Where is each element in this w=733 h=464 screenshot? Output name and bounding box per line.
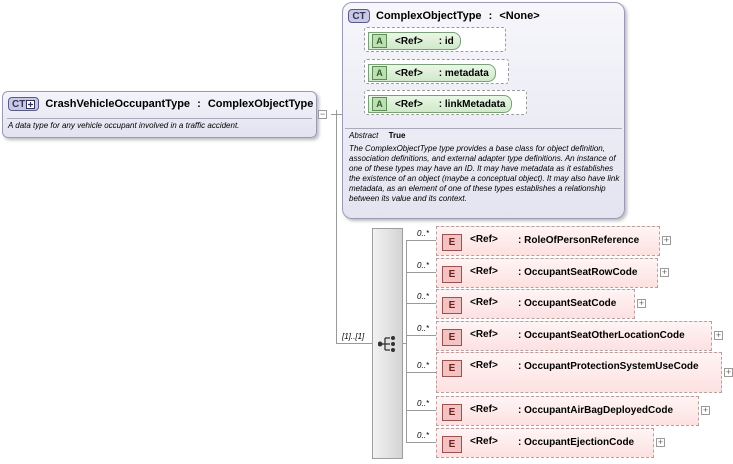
- element-name: : OccupantAirBagDeployedCode: [518, 405, 674, 416]
- attribute-pill: A <Ref> : metadata: [368, 64, 496, 82]
- base-type-name: ComplexObjectType: [376, 10, 482, 22]
- element-occupant-ejection-code[interactable]: E <Ref> : OccupantEjectionCode: [436, 428, 654, 458]
- element-icon: E: [442, 404, 462, 421]
- element-name: : RoleOfPersonReference: [518, 235, 640, 246]
- attribute-metadata[interactable]: A <Ref> : metadata: [364, 59, 509, 84]
- base-type-base: <None>: [499, 10, 540, 22]
- type-title: CrashVehicleOccupantType : ComplexObject…: [45, 98, 313, 110]
- attribute-icon: A: [372, 97, 387, 111]
- element-role-of-person-reference[interactable]: E <Ref> : RoleOfPersonReference: [436, 226, 660, 256]
- divider: [7, 118, 312, 119]
- divider: [345, 128, 622, 129]
- element-name: : OccupantSeatOtherLocationCode: [518, 330, 685, 341]
- abstract-property: Abstract True: [349, 131, 405, 140]
- attribute-name: : metadata: [438, 67, 489, 79]
- element-occupant-air-bag-deployed-code[interactable]: E <Ref> : OccupantAirBagDeployedCode: [436, 396, 699, 426]
- expand-toggle[interactable]: +: [714, 330, 723, 340]
- element-ref: <Ref>: [470, 404, 498, 415]
- element-icon: E: [442, 234, 462, 251]
- collapse-toggle[interactable]: −: [318, 109, 327, 119]
- element-occupant-seat-code[interactable]: E <Ref> : OccupantSeatCode: [436, 289, 635, 319]
- element-name: : OccupantSeatRowCode: [518, 267, 638, 278]
- base-type-name: ComplexObjectType: [207, 98, 314, 110]
- element-occupant-seat-other-location-code[interactable]: E <Ref> : OccupantSeatOtherLocationCode: [436, 321, 712, 351]
- abstract-label: Abstract: [349, 131, 379, 140]
- element-ref: <Ref>: [470, 297, 498, 308]
- attribute-pill: A <Ref> : linkMetadata: [368, 95, 513, 113]
- element-icon: E: [442, 436, 462, 453]
- type-documentation: A data type for any vehicle occupant inv…: [8, 121, 240, 130]
- element-occurrence: 0..*: [417, 361, 430, 370]
- base-type-documentation: The ComplexObjectType type provides a ba…: [349, 144, 620, 203]
- element-icon: E: [442, 360, 462, 377]
- attribute-ref: <Ref>: [395, 67, 423, 79]
- expand-toggle[interactable]: +: [656, 437, 665, 447]
- attribute-name: : linkMetadata: [438, 98, 506, 110]
- complex-type-icon: CT: [8, 97, 40, 111]
- type-box-crash-vehicle-occupant[interactable]: CT CrashVehicleOccupantType : ComplexObj…: [2, 91, 317, 138]
- element-occupant-protection-system-use-code[interactable]: E <Ref> : OccupantProtectionSystemUseCod…: [436, 352, 722, 393]
- expand-toggle[interactable]: +: [660, 267, 669, 277]
- extension-icon: [26, 99, 36, 109]
- attribute-icon: A: [372, 66, 387, 80]
- element-name: : OccupantProtectionSystemUseCode: [518, 361, 699, 372]
- type-header: CT CrashVehicleOccupantType : ComplexObj…: [8, 96, 313, 112]
- expand-toggle[interactable]: +: [724, 367, 733, 377]
- element-name: : OccupantSeatCode: [518, 298, 617, 309]
- element-ref: <Ref>: [470, 436, 498, 447]
- type-name: CrashVehicleOccupantType: [45, 98, 191, 110]
- attribute-icon: A: [372, 34, 387, 48]
- complex-type-icon: CT: [348, 9, 370, 23]
- element-ref: <Ref>: [470, 329, 498, 340]
- attribute-ref: <Ref>: [395, 98, 423, 110]
- element-ref: <Ref>: [470, 266, 498, 277]
- element-occurrence: 0..*: [417, 292, 430, 301]
- base-type-header: CT ComplexObjectType : <None>: [348, 8, 540, 24]
- sequence-compositor[interactable]: [372, 228, 403, 459]
- element-occurrence: 0..*: [417, 399, 430, 408]
- abstract-value: True: [388, 131, 406, 140]
- expand-toggle[interactable]: +: [701, 405, 710, 415]
- base-type-title: ComplexObjectType : <None>: [376, 10, 540, 22]
- element-ref: <Ref>: [470, 360, 498, 371]
- attribute-name: : id: [438, 35, 454, 47]
- element-occurrence: 0..*: [417, 431, 430, 440]
- element-occurrence: 0..*: [417, 229, 430, 238]
- attribute-id[interactable]: A <Ref> : id: [364, 27, 506, 52]
- type-separator: :: [488, 10, 493, 22]
- element-icon: E: [442, 329, 462, 346]
- sequence-occurrence: [1]..[1]: [342, 332, 365, 341]
- type-separator: :: [197, 98, 201, 110]
- expand-toggle[interactable]: +: [637, 298, 646, 308]
- attribute-ref: <Ref>: [395, 35, 423, 47]
- element-icon: E: [442, 266, 462, 283]
- element-ref: <Ref>: [470, 234, 498, 245]
- element-name: : OccupantEjectionCode: [518, 437, 635, 448]
- element-occurrence: 0..*: [417, 261, 430, 270]
- element-icon: E: [442, 297, 462, 314]
- element-occurrence: 0..*: [417, 324, 430, 333]
- attribute-pill: A <Ref> : id: [368, 32, 461, 50]
- sequence-icon: [378, 336, 395, 352]
- attribute-link-metadata[interactable]: A <Ref> : linkMetadata: [364, 90, 527, 115]
- expand-toggle[interactable]: +: [662, 235, 671, 245]
- element-occupant-seat-row-code[interactable]: E <Ref> : OccupantSeatRowCode: [436, 258, 658, 288]
